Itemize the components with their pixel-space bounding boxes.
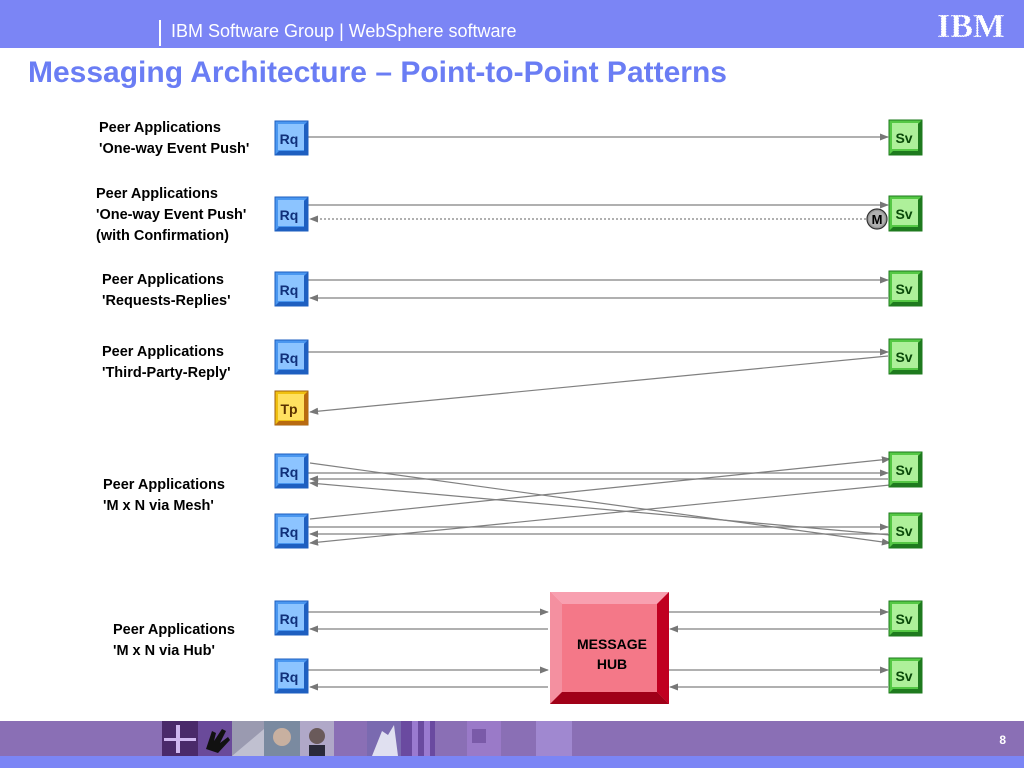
rq-node: Rq bbox=[274, 600, 309, 636]
header-separator bbox=[159, 20, 161, 46]
node-label: Rq bbox=[280, 611, 299, 627]
node-label: Rq bbox=[280, 464, 299, 480]
ibm-logo: IBM bbox=[937, 8, 1006, 42]
arrow-p5-rq1-sv2 bbox=[309, 462, 891, 546]
sv-node: Sv bbox=[888, 270, 923, 307]
node-label: MESSAGE bbox=[577, 636, 647, 652]
rq-node: Rq bbox=[274, 271, 309, 307]
rq-node: Rq bbox=[274, 339, 309, 375]
rq-node: Rq bbox=[274, 120, 309, 156]
node-label: Tp bbox=[280, 401, 297, 417]
pattern-label-one-way-confirm: Peer Applications 'One-way Event Push' (… bbox=[96, 186, 247, 244]
footer-strip bbox=[0, 756, 1024, 768]
node-label: Rq bbox=[280, 282, 299, 298]
node-label: M bbox=[872, 212, 883, 227]
m-node: M bbox=[866, 208, 888, 230]
arrow-p5-sv1-rq2 bbox=[309, 484, 891, 546]
node-label: Sv bbox=[895, 668, 912, 684]
node-label: Rq bbox=[280, 350, 299, 366]
rq-node: Rq bbox=[274, 513, 309, 549]
page-number: 8 bbox=[999, 733, 1006, 747]
node-label: Sv bbox=[895, 130, 912, 146]
node-label: Sv bbox=[895, 281, 912, 297]
node-label: Rq bbox=[280, 669, 299, 685]
rq-node: Rq bbox=[274, 453, 309, 489]
header-bar: IBM Software Group | WebSphere software … bbox=[0, 0, 1024, 48]
footer-photo-strip bbox=[162, 721, 572, 756]
node-label: Sv bbox=[895, 462, 912, 478]
node-label: Sv bbox=[895, 349, 912, 365]
ibm-logo-text: IBM bbox=[937, 8, 1005, 42]
node-label: Rq bbox=[280, 207, 299, 223]
message-hub-node: MESSAGE HUB bbox=[550, 592, 669, 704]
sv-node: Sv bbox=[888, 600, 923, 637]
rq-node: Rq bbox=[274, 658, 309, 694]
sv-node: Sv bbox=[888, 119, 923, 156]
arrow-p4-reply bbox=[309, 355, 889, 415]
sv-node: Sv bbox=[888, 451, 923, 488]
sv-node: Sv bbox=[888, 657, 923, 694]
tp-node: Tp bbox=[274, 390, 309, 426]
sv-node: Sv bbox=[888, 338, 923, 375]
node-label: Sv bbox=[895, 523, 912, 539]
rq-node: Rq bbox=[274, 196, 309, 232]
pattern-label-requests-replies: Peer Applications 'Requests-Replies' bbox=[102, 272, 231, 309]
sv-node: Sv bbox=[888, 512, 923, 549]
pattern-label-mesh: Peer Applications 'M x N via Mesh' bbox=[103, 477, 225, 514]
pattern-label-one-way: Peer Applications 'One-way Event Push' bbox=[99, 120, 250, 157]
header-group-name: IBM Software Group | WebSphere software bbox=[171, 21, 517, 41]
node-label: Sv bbox=[895, 206, 912, 222]
node-label: HUB bbox=[597, 656, 627, 672]
slide-title: Messaging Architecture – Point-to-Point … bbox=[28, 56, 727, 89]
node-label: Rq bbox=[280, 524, 299, 540]
footer-bar: 8 bbox=[0, 721, 1024, 768]
pattern-label-hub: Peer Applications 'M x N via Hub' bbox=[113, 622, 235, 659]
node-label: Rq bbox=[280, 131, 299, 147]
arrow-p5-sv2-rq1 bbox=[309, 480, 891, 536]
node-label: Sv bbox=[895, 611, 912, 627]
arrow-p5-rq2-sv1 bbox=[309, 456, 891, 520]
pattern-label-third-party: Peer Applications 'Third-Party-Reply' bbox=[102, 344, 231, 381]
sv-node: Sv bbox=[888, 195, 923, 232]
